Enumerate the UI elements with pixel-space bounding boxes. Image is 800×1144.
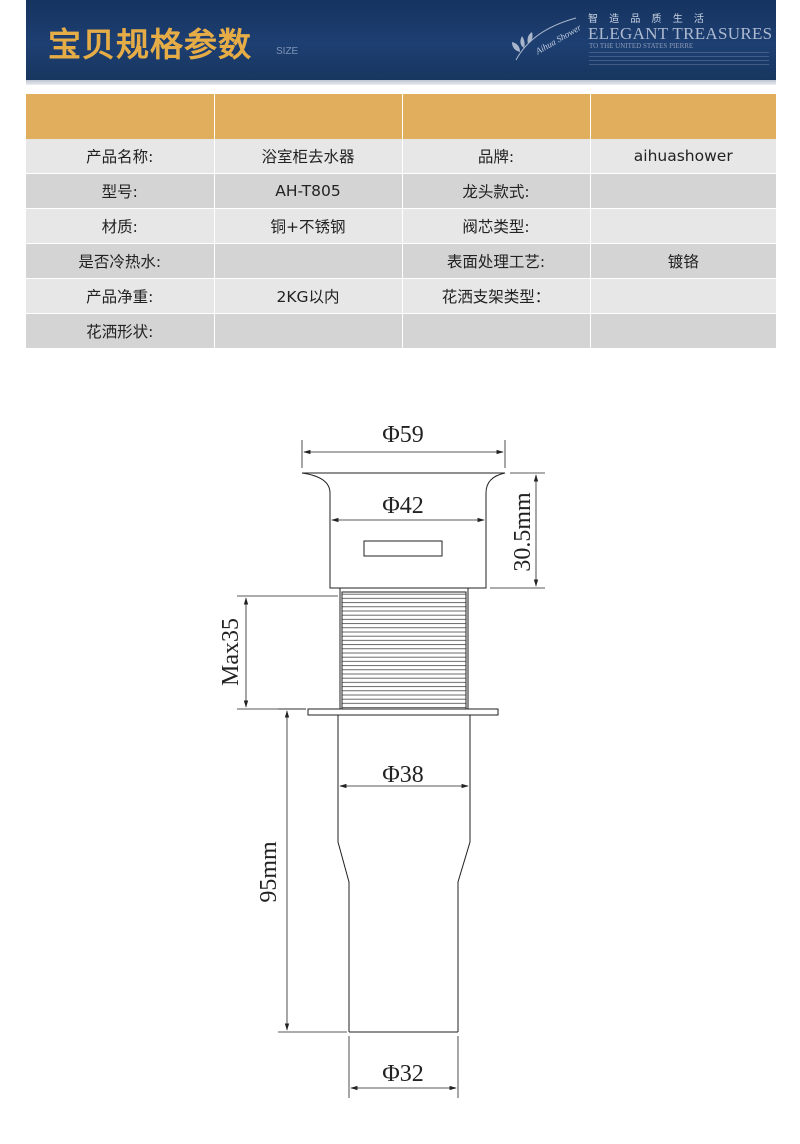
table-row: 产品名称: 浴室柜去水器 品牌: aihuashower (26, 139, 776, 174)
dim-height-95: 95mm (256, 841, 282, 903)
dim-phi59: Φ59 (382, 422, 424, 448)
spec-label (402, 313, 591, 349)
spec-table: 产品名称: 浴室柜去水器 品牌: aihuashower 型号: AH-T805… (26, 94, 776, 349)
spec-value (214, 243, 403, 279)
spec-value: AH-T805 (214, 173, 403, 209)
header-cell (214, 94, 403, 139)
brand-subtitle: TO THE UNITED STATES PIERRE (589, 42, 694, 50)
header-cell (590, 94, 776, 139)
dim-height-30-5: 30.5mm (510, 492, 536, 572)
dim-phi38: Φ38 (382, 762, 424, 788)
header-cell (402, 94, 591, 139)
header-cell (26, 94, 215, 139)
spec-label: 阀芯类型: (402, 208, 591, 244)
table-row: 材质: 铜+不锈钢 阀芯类型: (26, 208, 776, 244)
spec-label: 产品净重: (26, 278, 215, 314)
spec-value: 2KG以内 (214, 278, 403, 314)
spec-value (590, 208, 776, 244)
spec-value (214, 313, 403, 349)
dim-phi32: Φ32 (382, 1061, 424, 1087)
spec-value (590, 278, 776, 314)
table-row: 是否冷热水: 表面处理工艺: 镀铬 (26, 243, 776, 279)
size-label: SIZE (276, 46, 299, 57)
brand-slogan-en: ELEGANT TREASURES (588, 24, 773, 43)
spec-table-header (26, 94, 776, 139)
table-row: 花洒形状: (26, 313, 776, 349)
spec-label: 花洒形状: (26, 313, 215, 349)
dimension-labels: Φ59 Φ42 30.5mm Max35 Φ38 95mm Φ32 (218, 422, 536, 1087)
spec-label: 花洒支架类型： (402, 278, 591, 314)
table-row: 型号: AH-T805 龙头款式: (26, 173, 776, 209)
spec-label: 产品名称: (26, 139, 215, 174)
spec-label: 是否冷热水: (26, 243, 215, 279)
banner-underline (26, 80, 776, 85)
spec-label: 表面处理工艺: (402, 243, 591, 279)
dim-max35: Max35 (218, 618, 244, 686)
drain-outline (301, 472, 506, 1033)
spec-value: 铜+不锈钢 (214, 208, 403, 244)
spec-value: aihuashower (590, 139, 776, 174)
header-banner: 宝贝规格参数 SIZE Aihua Shower 智 造 品 质 生 活 ELE… (26, 0, 776, 80)
spec-value (590, 173, 776, 209)
spec-label: 材质: (26, 208, 215, 244)
brand-slogan-cn: 智 造 品 质 生 活 (588, 14, 708, 25)
banner-decoration (589, 52, 769, 68)
table-row: 产品净重: 2KG以内 花洒支架类型： (26, 278, 776, 314)
page-title: 宝贝规格参数 (48, 25, 252, 64)
spec-label: 品牌: (402, 139, 591, 174)
spec-value (590, 313, 776, 349)
spec-label: 龙头款式: (402, 173, 591, 209)
dim-phi42: Φ42 (382, 493, 424, 519)
spec-value: 浴室柜去水器 (214, 139, 403, 174)
brand-logo: Aihua Shower (512, 17, 583, 61)
spec-value: 镀铬 (590, 243, 776, 279)
spec-label: 型号: (26, 173, 215, 209)
dimension-lines (237, 440, 545, 1098)
